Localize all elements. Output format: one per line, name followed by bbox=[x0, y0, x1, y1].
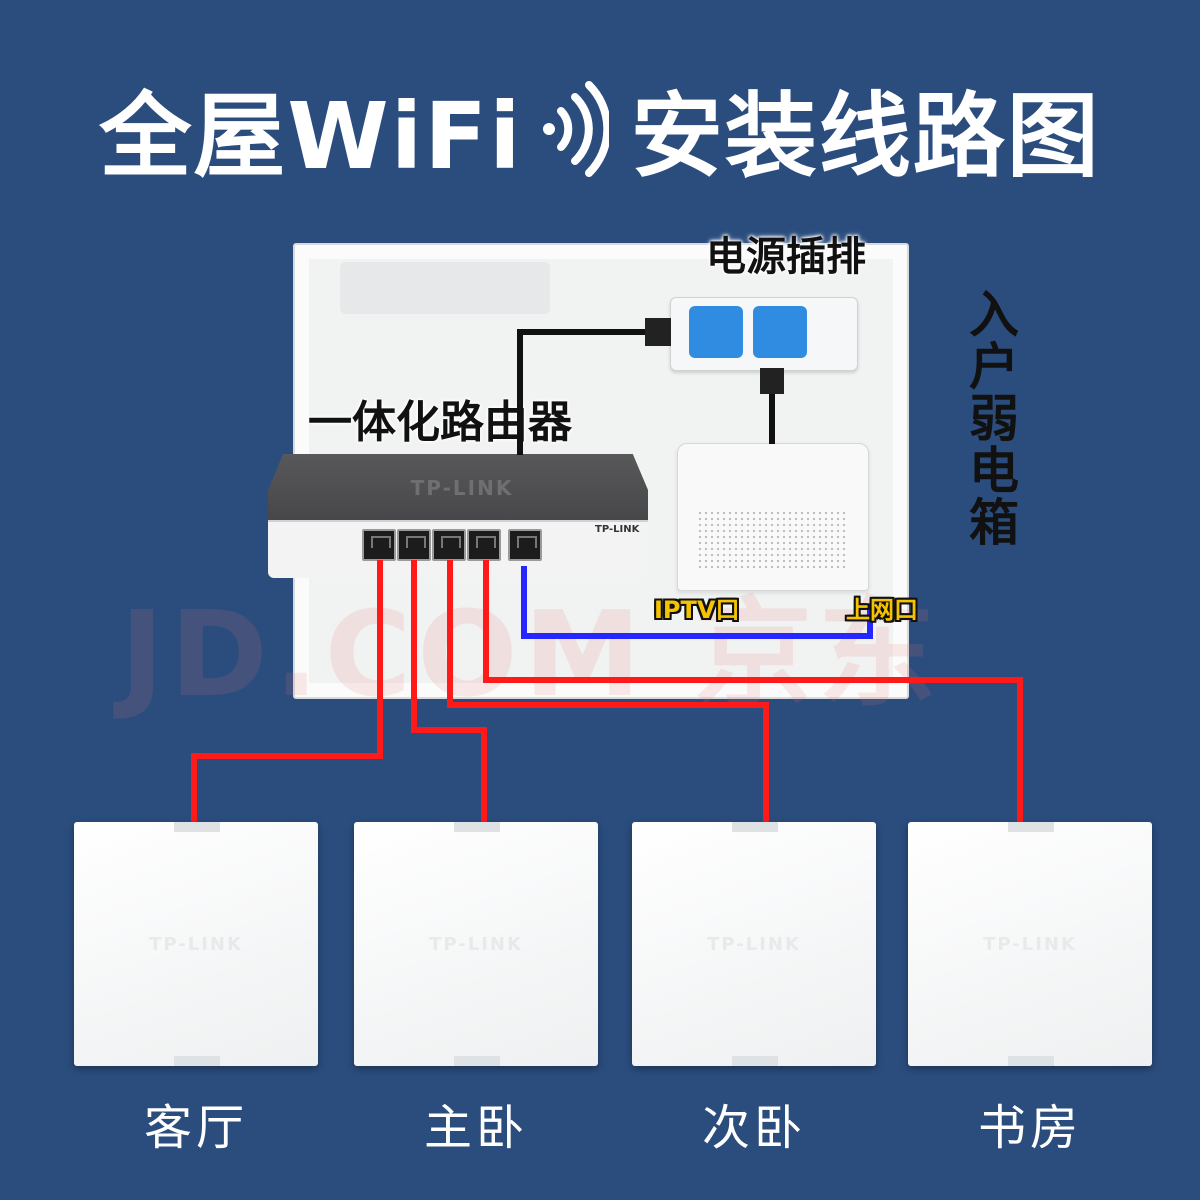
router-wan-port bbox=[508, 529, 542, 561]
room-label-living-room: 客厅 bbox=[143, 1100, 248, 1156]
ap-logo: TP-LINK bbox=[707, 934, 801, 955]
room-label-study: 书房 bbox=[977, 1100, 1082, 1156]
internet-port-label: 上网口 bbox=[846, 596, 918, 624]
room-label-master-bedroom: 主卧 bbox=[423, 1100, 528, 1156]
router-lan-port bbox=[362, 529, 396, 561]
wifi-signal-icon bbox=[542, 80, 609, 177]
room-label-second-bedroom: 次卧 bbox=[701, 1100, 806, 1156]
router-logo: TP-LINK bbox=[410, 476, 514, 500]
power-outlet bbox=[689, 306, 743, 358]
ap-logo: TP-LINK bbox=[149, 934, 243, 955]
watermark: JD.COM 京东 bbox=[120, 585, 943, 723]
iptv-port-label: IPTV口 bbox=[654, 596, 740, 624]
router-brand-mark: TP-LINK bbox=[595, 524, 640, 535]
ap-logo: TP-LINK bbox=[429, 934, 523, 955]
page-title: 全屋WiFi 安装线路图 bbox=[0, 62, 1200, 195]
panel-ap-master-bedroom: TP-LINK bbox=[354, 822, 598, 1066]
router-lan-port bbox=[397, 529, 431, 561]
panel-ap-study: TP-LINK bbox=[908, 822, 1152, 1066]
power-strip bbox=[670, 297, 858, 371]
cabinet-mounting-rail bbox=[340, 262, 550, 314]
router-lan-port bbox=[432, 529, 466, 561]
cabinet-label: 入户弱电箱 bbox=[961, 288, 1019, 548]
power-strip-label: 电源插排 bbox=[706, 234, 866, 280]
panel-ap-second-bedroom: TP-LINK bbox=[632, 822, 876, 1066]
ap-logo: TP-LINK bbox=[983, 934, 1077, 955]
panel-ap-living-room: TP-LINK bbox=[74, 822, 318, 1066]
router-label: 一体化路由器 bbox=[308, 397, 572, 448]
title-prefix: 全屋WiFi bbox=[99, 83, 523, 190]
title-suffix: 安装线路图 bbox=[630, 83, 1101, 190]
power-outlet bbox=[753, 306, 807, 358]
router-lan-port bbox=[467, 529, 501, 561]
